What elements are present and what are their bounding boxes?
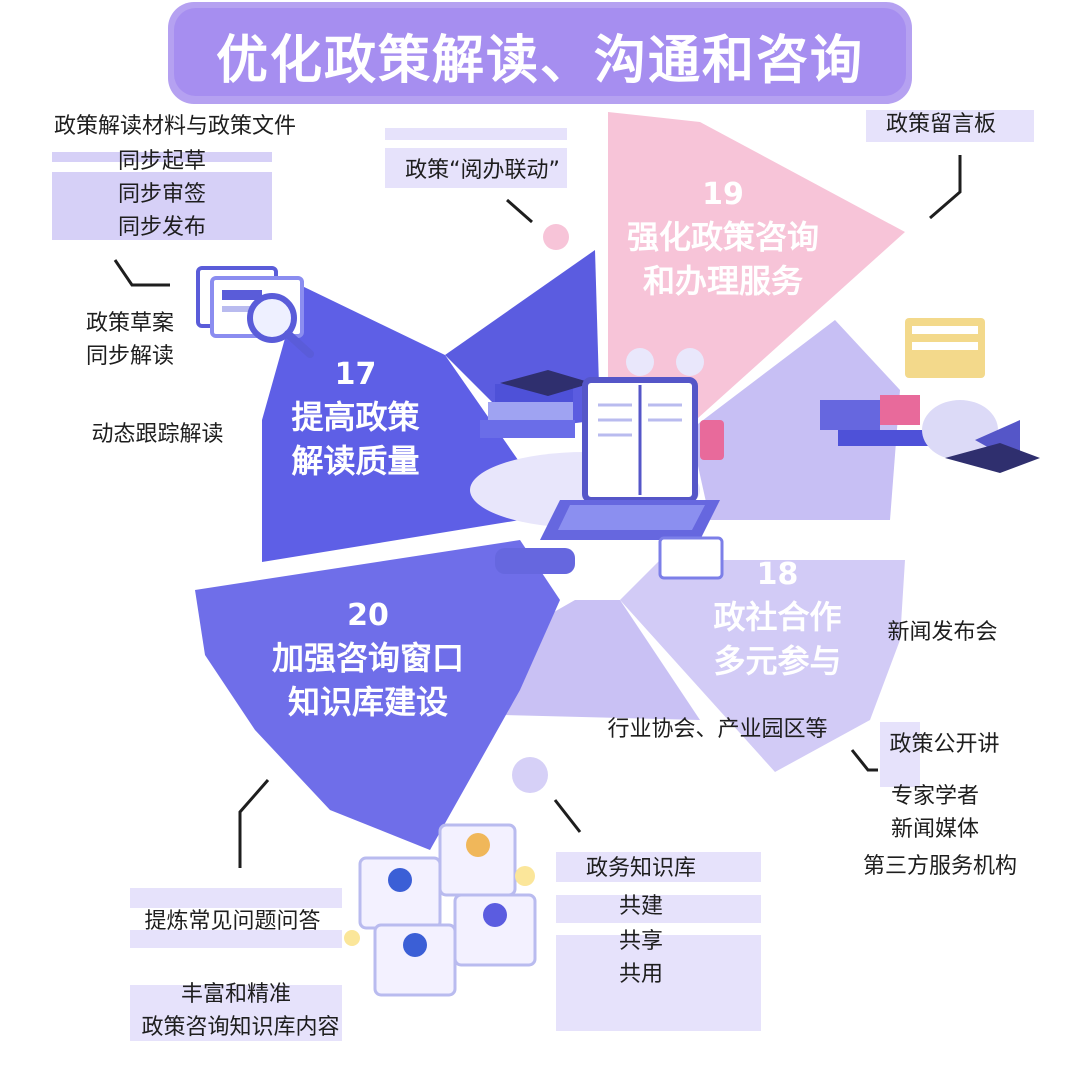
segment-19-label: 19 强化政策咨询 和办理服务	[608, 175, 838, 303]
label-press-conference: 新闻发布会	[887, 620, 998, 645]
label-sync-publish: 同步发布	[117, 215, 206, 240]
highlight-bar	[52, 172, 272, 240]
highlight-bar	[130, 888, 342, 908]
label-knowledge-base: 政务知识库	[585, 856, 696, 881]
highlight-bar	[556, 852, 761, 882]
video-collaboration-illustration	[344, 823, 537, 997]
label-co-use: 共用	[618, 962, 663, 987]
segment-19-line-1: 强化政策咨询	[626, 218, 819, 256]
label-enrich-1: 丰富和精准	[180, 982, 291, 1007]
label-faq: 提炼常见问题问答	[144, 909, 321, 934]
label-third-party: 第三方服务机构	[862, 854, 1017, 879]
classroom-illustration	[820, 318, 1040, 473]
label-experts: 专家学者	[890, 784, 979, 809]
label-sync-docs: 政策解读材料与政策文件	[53, 114, 296, 139]
label-sync-draft: 同步起草	[117, 149, 206, 174]
decor-dot	[512, 757, 548, 793]
segment-19-number: 19	[702, 177, 744, 212]
label-enrich-2: 政策咨询知识库内容	[141, 1015, 340, 1040]
segment-20-label: 20 加强咨询窗口 知识库建设	[248, 596, 488, 724]
highlight-bar	[556, 895, 761, 923]
segment-17-number: 17	[334, 357, 377, 392]
segment-20-line-2: 知识库建设	[287, 683, 448, 721]
segment-17-line-1: 提高政策	[291, 398, 420, 436]
label-co-build: 共建	[618, 894, 663, 919]
highlight-bar	[556, 935, 761, 1031]
title-banner-inner	[174, 8, 906, 96]
label-sync-review: 同步审签	[117, 182, 206, 207]
connector-lines	[113, 155, 962, 868]
segment-17-line-2: 解读质量	[291, 442, 420, 480]
segment-18	[620, 560, 905, 772]
segment-20	[195, 540, 560, 850]
segment-20-number: 20	[347, 598, 389, 633]
highlight-bar	[130, 985, 342, 1041]
highlight-bar	[52, 152, 272, 162]
segment-18-label: 18 政社合作 多元参与	[690, 555, 865, 683]
label-media: 新闻媒体	[890, 817, 979, 842]
decor-dot	[543, 224, 569, 250]
label-co-share: 共享	[618, 929, 663, 954]
segment-17-label: 17 提高政策 解读质量	[268, 355, 443, 483]
document-search-icon	[196, 266, 314, 358]
laptop-illustration	[470, 348, 724, 580]
highlight-bar	[130, 930, 342, 948]
page-title: 优化政策解读、沟通和咨询	[215, 30, 864, 91]
highlight-bar	[385, 128, 567, 140]
highlight-bar	[866, 110, 1034, 142]
highlight-bar	[880, 722, 920, 787]
highlight-bar	[385, 148, 567, 188]
label-industry: 行业协会、产业园区等	[607, 717, 828, 742]
segment-right-upper	[690, 320, 900, 520]
label-linkage: 政策“阅办联动”	[405, 158, 560, 183]
segment-18-line-2: 多元参与	[713, 642, 842, 680]
segment-19-line-2: 和办理服务	[642, 262, 803, 300]
segment-18-line-1: 政社合作	[713, 598, 842, 636]
label-draft-interpret-1: 政策草案	[85, 311, 174, 336]
label-message-board: 政策留言板	[885, 112, 996, 137]
segment-18-number: 18	[756, 557, 799, 592]
segment-20-line-1: 加强咨询窗口	[271, 639, 464, 677]
label-dynamic-track: 动态跟踪解读	[91, 422, 224, 447]
segment-lower-middle	[505, 600, 700, 720]
label-draft-interpret-2: 同步解读	[85, 344, 174, 369]
label-lecture: 政策公开讲	[889, 732, 1000, 757]
segment-17	[262, 285, 525, 562]
